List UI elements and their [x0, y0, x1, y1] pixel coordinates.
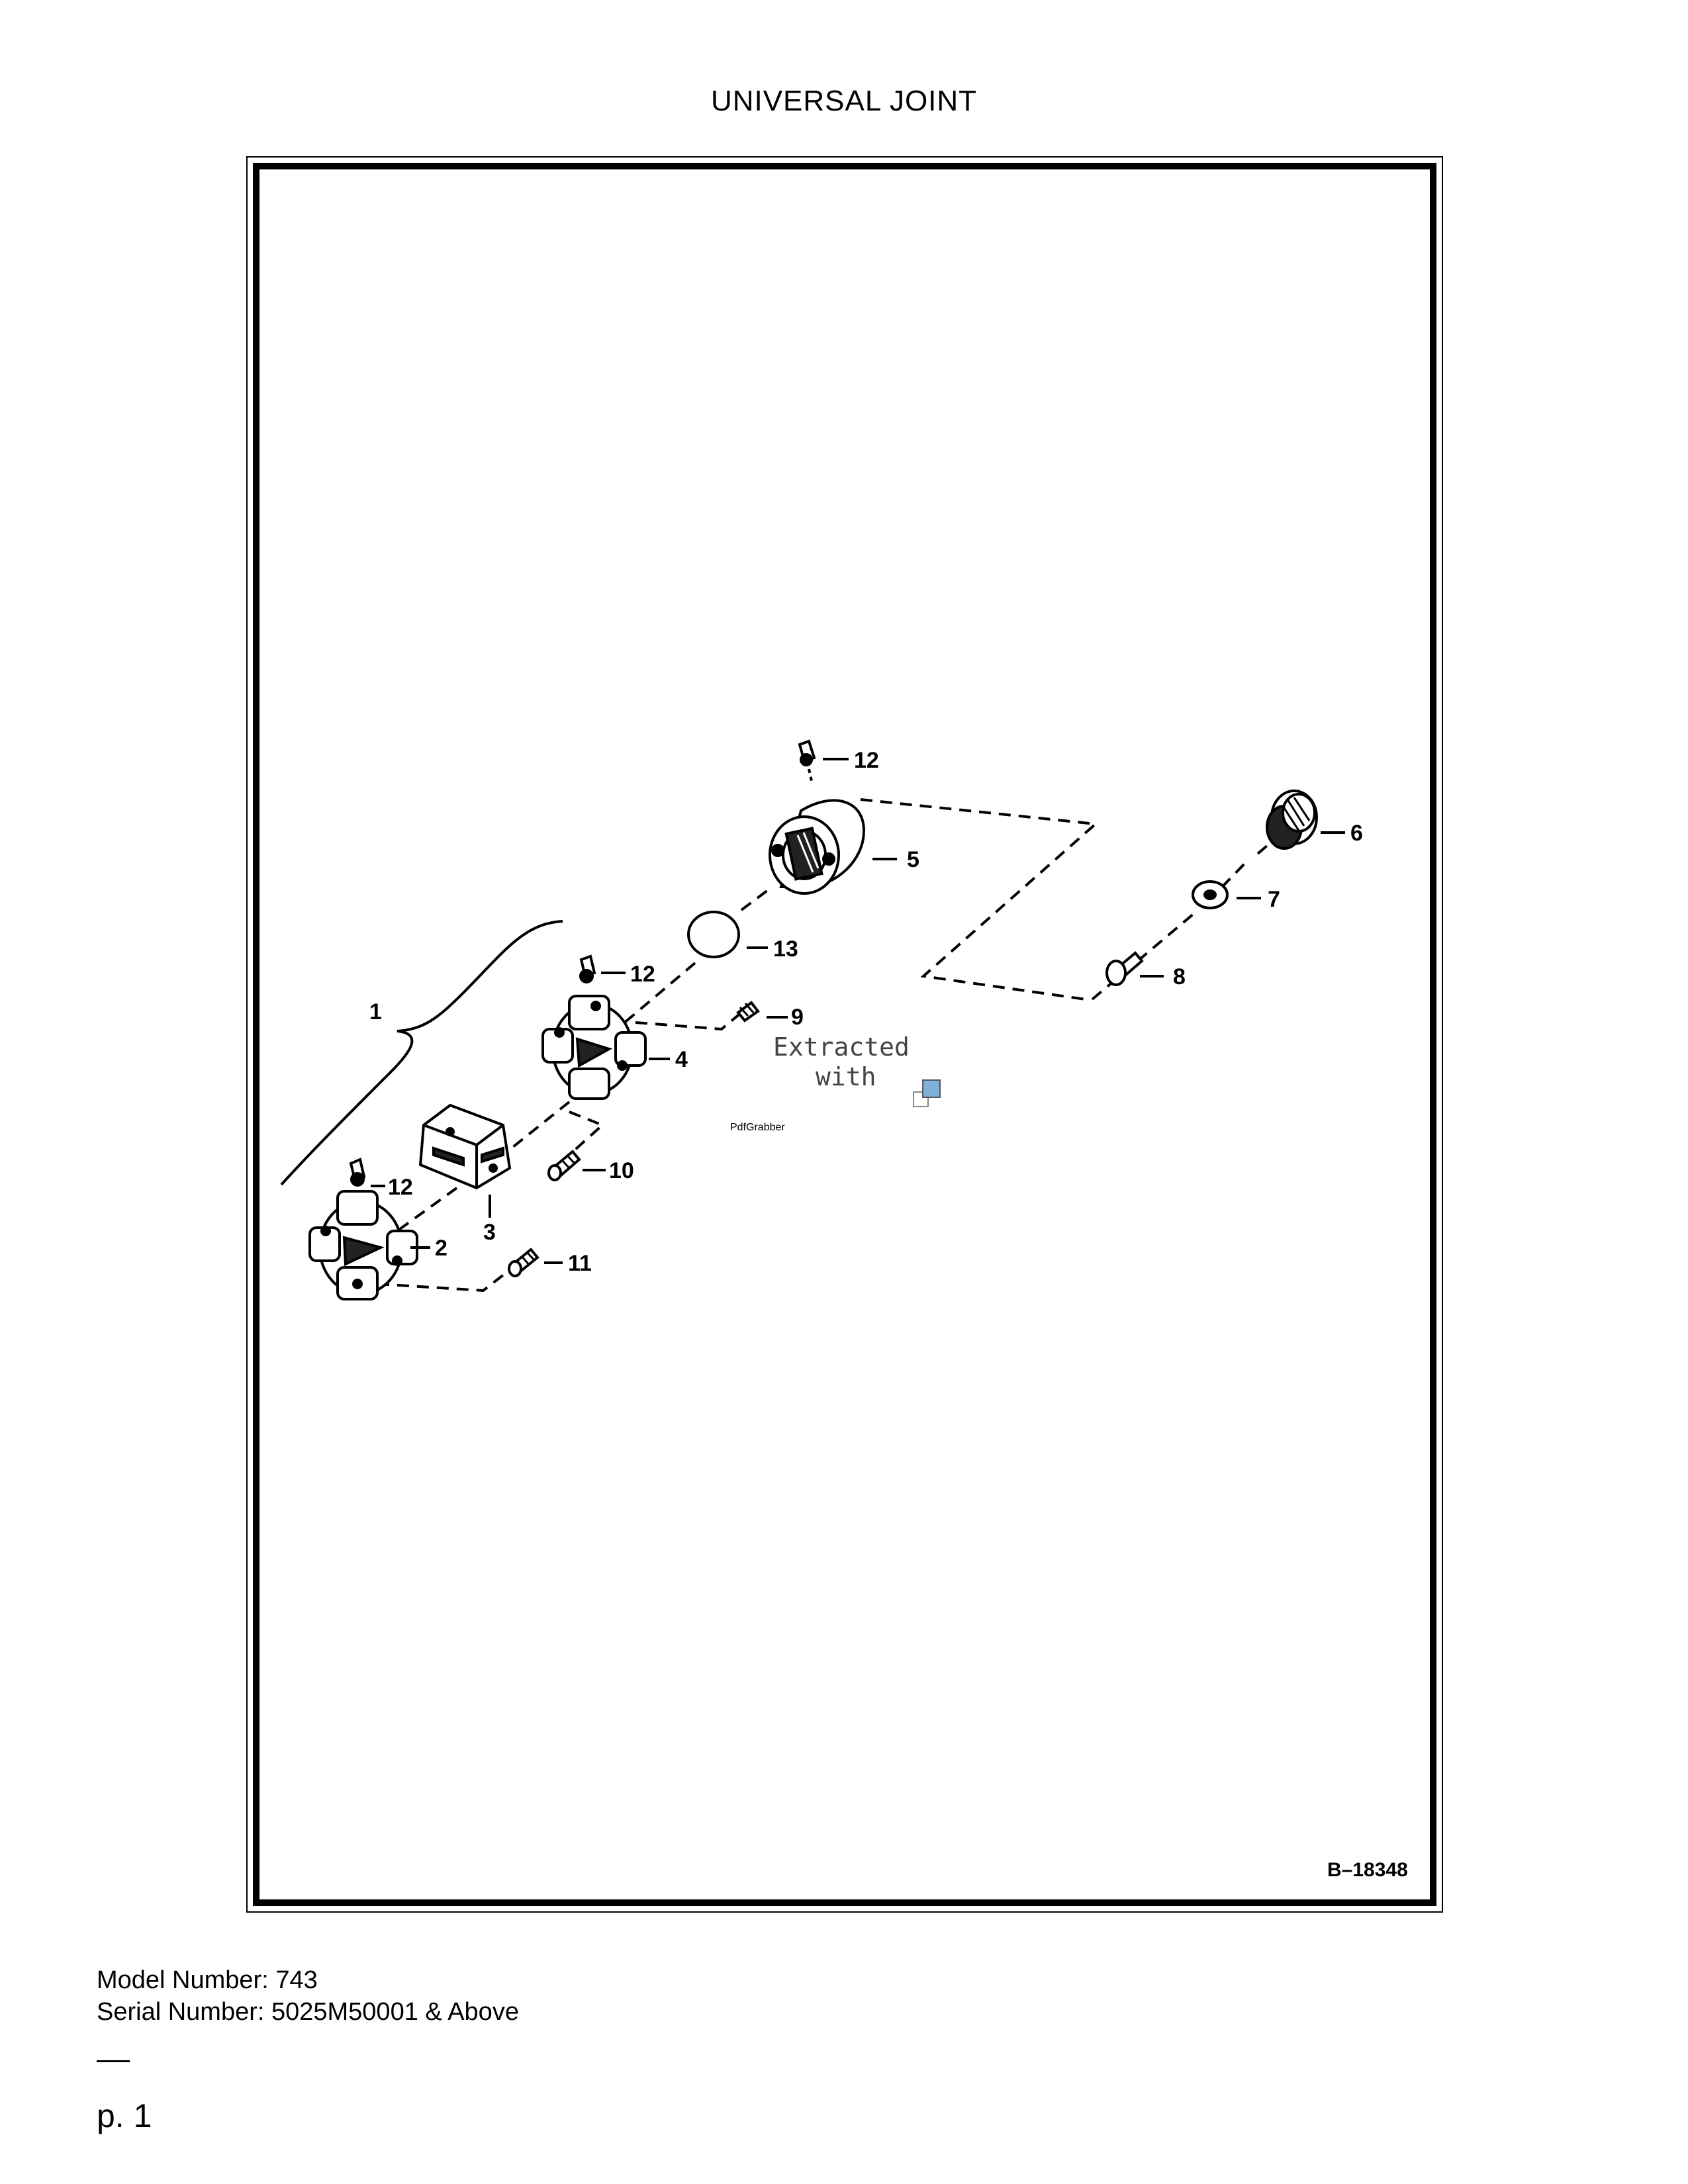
bolt-8: [1105, 951, 1144, 986]
callout-5: 5: [907, 847, 919, 872]
watermark-line1: Extracted: [773, 1032, 910, 1062]
callout-9: 9: [791, 1005, 804, 1030]
leader-lines: [371, 758, 1345, 1264]
serial-number: Serial Number: 5025M50001 & Above: [97, 1998, 519, 2026]
pdfgrabber-watermark: Extracted with PdfGrabber: [730, 1032, 941, 1133]
grease-fitting-12-mid: [579, 954, 596, 983]
cross-bearing-4: [541, 995, 647, 1100]
callout-11: 11: [568, 1251, 592, 1276]
callout-12-mid: 12: [630, 962, 655, 987]
grease-fitting-12-low: [349, 1158, 366, 1187]
page-number-rule: [97, 2060, 130, 2062]
callout-4: 4: [675, 1047, 688, 1072]
bolt-11: [508, 1248, 539, 1277]
page-number: p. 1: [97, 2097, 152, 2134]
model-number: Model Number: 743: [97, 1966, 318, 1994]
callout-6: 6: [1350, 821, 1363, 846]
callout-10: 10: [609, 1158, 634, 1183]
callout-3: 3: [483, 1220, 496, 1245]
watermark-brand: PdfGrabber: [730, 1122, 785, 1133]
parts-diagram: 1 2 3 4 5 6 7 8 9 10 11 12 12 12 13 Extr…: [280, 739, 1408, 1881]
callout-1: 1: [369, 999, 382, 1024]
callout-2: 2: [435, 1236, 447, 1261]
callout-8: 8: [1173, 964, 1186, 989]
watermark-brand-grabber: Grabber: [746, 1122, 785, 1133]
callout-13: 13: [773, 936, 798, 962]
page-title: UNIVERSAL JOINT: [710, 85, 978, 117]
watermark-brand-pdf: Pdf: [730, 1122, 747, 1133]
watermark-line2: with: [816, 1062, 876, 1091]
cross-bearing-2: [308, 1190, 418, 1300]
diagram-frame-outer: [246, 156, 1443, 1913]
callout-12-low: 12: [388, 1175, 413, 1200]
callout-12-top: 12: [854, 748, 879, 773]
bolt-10: [547, 1150, 581, 1181]
yoke-5: [769, 799, 866, 895]
figure-reference: B–18348: [1327, 1859, 1408, 1881]
diagram-frame: [253, 163, 1436, 1906]
washer-7: [1192, 880, 1229, 909]
watermark-logo-icon: [913, 1079, 941, 1107]
callout-7: 7: [1268, 887, 1280, 912]
grease-fitting-12-top: [798, 739, 816, 766]
coupler-6: [1266, 790, 1318, 850]
ring-13: [687, 911, 740, 958]
assembly-bracket: [280, 920, 563, 1186]
cover-3: [418, 1103, 512, 1190]
bolt-9: [736, 1001, 760, 1023]
